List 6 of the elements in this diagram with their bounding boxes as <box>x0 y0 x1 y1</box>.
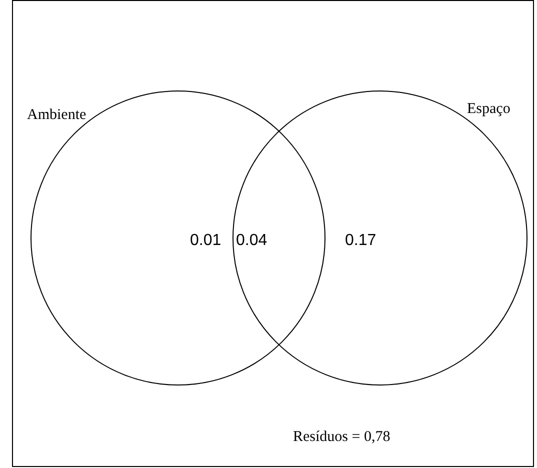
value-label: 0.04 <box>236 233 268 249</box>
set-label: Espaço <box>467 102 510 117</box>
residual-label: Resíduos = 0,78 <box>293 430 390 445</box>
value-label: 0.17 <box>345 233 376 249</box>
set-label: Ambiente <box>27 108 86 123</box>
value-label: 0.01 <box>190 233 222 249</box>
